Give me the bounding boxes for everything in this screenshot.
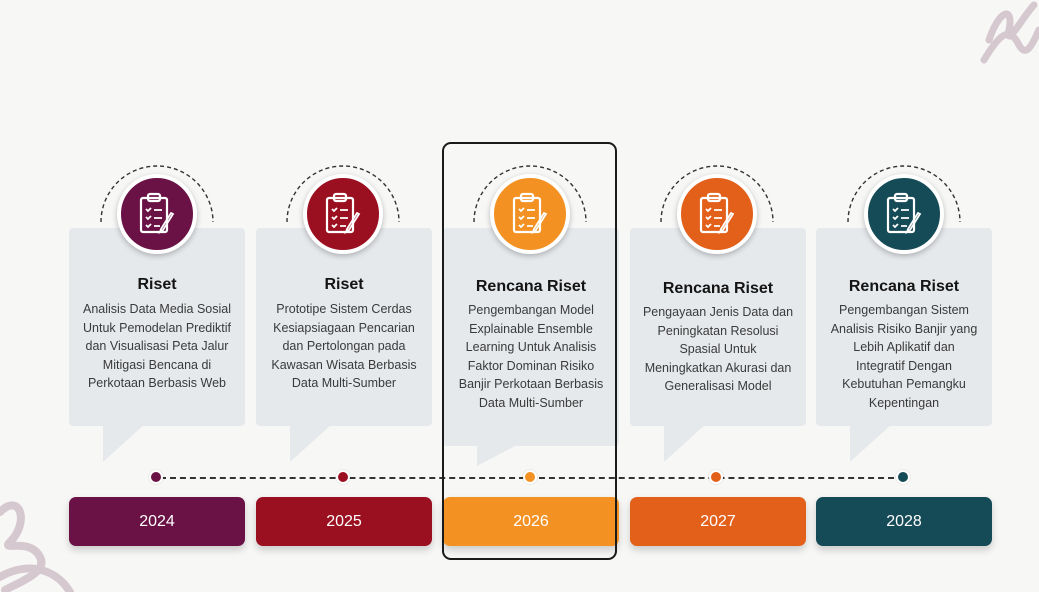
dashed-arc: [847, 165, 961, 223]
clipboard-checklist-icon: [864, 174, 944, 254]
icon-badge-2024: [97, 160, 217, 254]
card-tail: [664, 424, 706, 462]
highlight-frame-2026: [442, 142, 617, 560]
clipboard-checklist-icon: [677, 174, 757, 254]
card-description: Prototipe Sistem Cerdas Kesiapsiagaan Pe…: [271, 302, 417, 391]
timeline-dot-2028: [896, 470, 910, 484]
timeline-dot-2026: [523, 470, 537, 484]
year-label-2026: 2026: [443, 497, 619, 546]
timeline-card-2026: Rencana Riset Pengembangan Model Explain…: [443, 228, 619, 466]
card-title: Riset: [324, 276, 364, 293]
dashed-arc: [660, 165, 774, 223]
card-tail: [103, 424, 145, 462]
card-tail: [290, 424, 332, 462]
timeline-card-2024: Riset Analisis Data Media Sosial Untuk P…: [69, 228, 245, 462]
card-title: Rencana Riset: [848, 278, 960, 295]
year-label-2028: 2028: [816, 497, 992, 546]
card-description: Pengayaan Jenis Data dan Peningkatan Res…: [642, 305, 794, 394]
icon-badge-2028: [844, 160, 964, 254]
timeline-card-2025: Riset Prototipe Sistem Cerdas Kesiapsiag…: [256, 228, 432, 462]
timeline-dot-2027: [709, 470, 723, 484]
card-title: Rencana Riset: [475, 278, 587, 295]
year-label-2024: 2024: [69, 497, 245, 546]
timeline-dot-2025: [336, 470, 350, 484]
dashed-arc: [473, 165, 587, 223]
timeline-card-2028: Rencana Riset Pengembangan Sistem Analis…: [816, 228, 992, 462]
card-tail: [850, 424, 892, 462]
decorative-swirl-bottom-left: [0, 501, 74, 592]
timeline-dot-2024: [149, 470, 163, 484]
icon-badge-2027: [657, 160, 777, 254]
icon-badge-2025: [283, 160, 403, 254]
clipboard-checklist-icon: [117, 174, 197, 254]
card-title: Rencana Riset: [662, 280, 774, 297]
year-label-2025: 2025: [256, 497, 432, 546]
timeline-card-2027: Rencana Riset Pengayaan Jenis Data dan P…: [630, 228, 806, 462]
decorative-swirl-top-right: [980, 1, 1039, 64]
card-tail: [477, 444, 519, 466]
clipboard-checklist-icon: [490, 174, 570, 254]
dashed-arc: [286, 165, 400, 223]
card-description: Pengembangan Sistem Analisis Risiko Banj…: [830, 303, 978, 410]
year-label-2027: 2027: [630, 497, 806, 546]
card-description: Pengembangan Model Explainable Ensemble …: [458, 303, 604, 410]
card-description: Analisis Data Media Sosial Untuk Pemodel…: [83, 302, 231, 391]
card-title: Riset: [137, 276, 177, 293]
icon-badge-2026: [470, 160, 590, 254]
dashed-arc: [100, 165, 214, 223]
clipboard-checklist-icon: [303, 174, 383, 254]
